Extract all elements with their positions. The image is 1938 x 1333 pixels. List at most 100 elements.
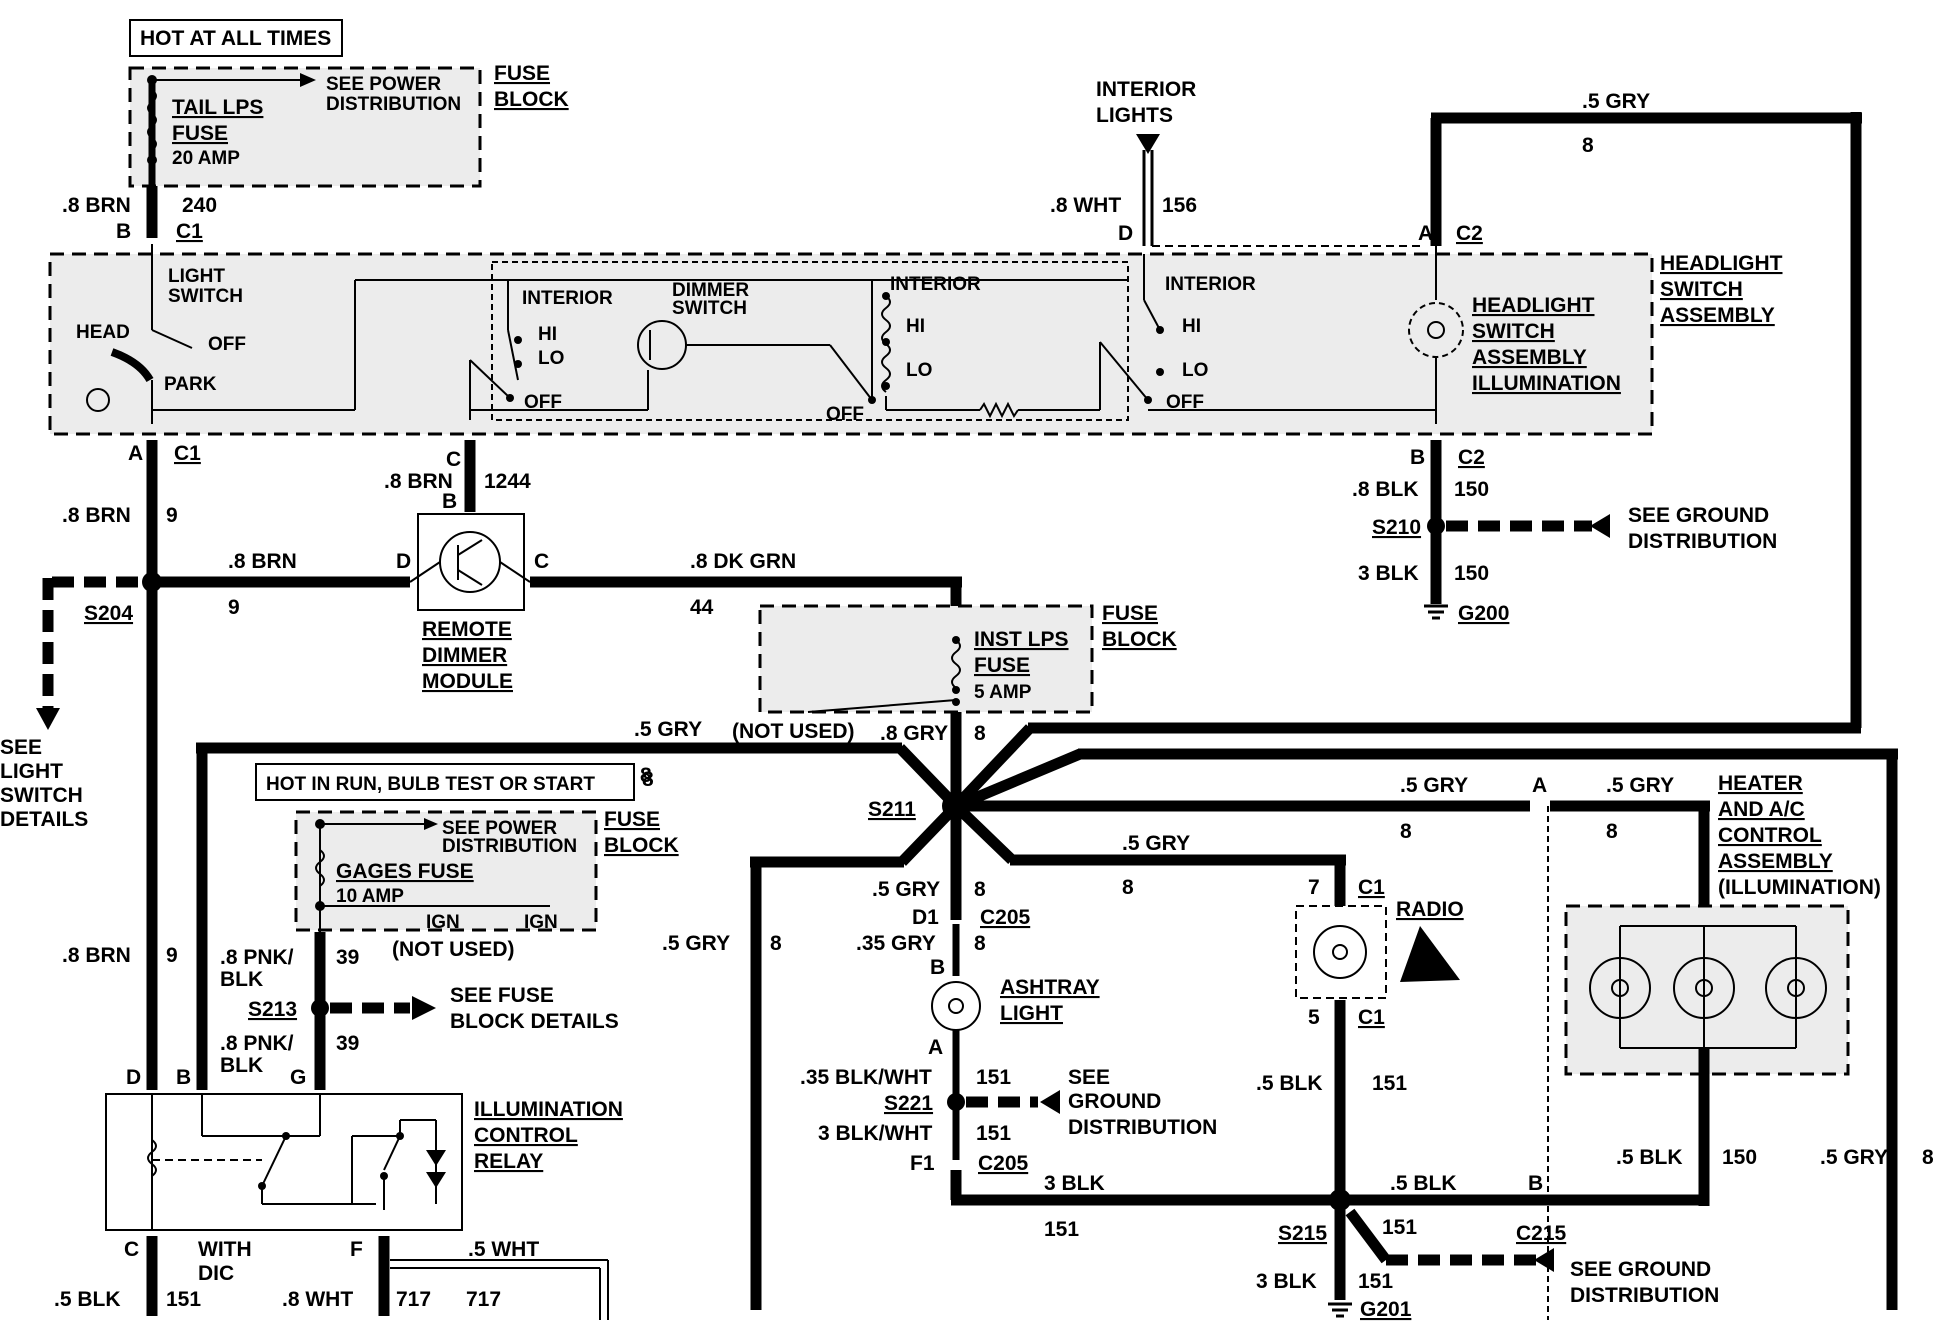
interior-lights-arrow-icon <box>1136 134 1160 154</box>
radio-label: RADIO <box>1396 898 1464 921</box>
headlight-switch-assembly-box <box>48 252 1654 436</box>
see-power-dist-label: DISTRIBUTION <box>326 94 461 115</box>
svg-text:151: 151 <box>1372 1072 1407 1095</box>
svg-text:ASSEMBLY: ASSEMBLY <box>1718 850 1833 873</box>
svg-text:.5 BLK: .5 BLK <box>1256 1072 1323 1095</box>
svg-text:C1: C1 <box>176 220 203 243</box>
see-power-label: SEE POWER <box>326 74 441 95</box>
splice-s215 <box>1329 1189 1351 1211</box>
interior-label-3: INTERIOR <box>1165 274 1256 295</box>
headlight-switch-assembly-label: HEADLIGHT <box>1660 252 1783 275</box>
svg-text:151: 151 <box>166 1288 201 1311</box>
svg-text:D: D <box>126 1066 141 1089</box>
see-light-switch-details-label: SEE <box>0 736 42 759</box>
transistor-icon <box>439 531 501 593</box>
svg-text:GROUND: GROUND <box>1068 1090 1161 1113</box>
fuse-block-label: FUSE <box>494 62 550 85</box>
svg-text:8: 8 <box>770 932 782 955</box>
svg-text:.8 BRN: .8 BRN <box>62 504 131 527</box>
svg-text:ASSEMBLY: ASSEMBLY <box>1660 304 1775 327</box>
svg-text:39: 39 <box>336 1032 359 1055</box>
svg-text:S211: S211 <box>868 798 916 821</box>
inst-fuse-label: INST LPS <box>974 628 1069 651</box>
svg-text:C: C <box>534 550 549 573</box>
svg-text:.5 GRY: .5 GRY <box>1400 774 1468 797</box>
svg-text:FUSE: FUSE <box>604 808 660 831</box>
svg-text:C2: C2 <box>1456 222 1483 245</box>
svg-text:.8 BRN: .8 BRN <box>384 470 453 493</box>
svg-text:BLK: BLK <box>220 968 263 991</box>
illumination-relay-label: ILLUMINATION <box>474 1098 623 1121</box>
tail-fuse-amps: 20 AMP <box>172 148 240 169</box>
svg-text:AND A/C: AND A/C <box>1718 798 1805 821</box>
svg-text:G: G <box>290 1066 306 1089</box>
svg-text:10 AMP: 10 AMP <box>336 886 404 907</box>
svg-text:LO: LO <box>538 348 564 369</box>
svg-text:MODULE: MODULE <box>422 670 513 693</box>
heater-ac-label: HEATER <box>1718 772 1803 795</box>
svg-text:151: 151 <box>976 1066 1011 1089</box>
svg-text:DIC: DIC <box>198 1262 234 1285</box>
svg-text:A: A <box>128 442 143 465</box>
svg-text:.8 WHT: .8 WHT <box>282 1288 353 1311</box>
head-label: HEAD <box>76 322 130 343</box>
svg-text:D1: D1 <box>912 906 939 929</box>
svg-text:156: 156 <box>1162 194 1197 217</box>
svg-text:D: D <box>1118 222 1133 245</box>
svg-text:OFF: OFF <box>826 404 864 425</box>
svg-text:C215: C215 <box>1516 1222 1567 1245</box>
svg-text:150: 150 <box>1454 478 1489 501</box>
light-switch-blade-icon <box>151 329 193 349</box>
svg-text:44: 44 <box>690 596 714 619</box>
svg-text:.35 BLK/WHT: .35 BLK/WHT <box>800 1066 932 1089</box>
svg-text:.5 BLK: .5 BLK <box>54 1288 121 1311</box>
svg-text:9: 9 <box>166 504 178 527</box>
svg-text:151: 151 <box>976 1122 1011 1145</box>
fuse-block-label2: BLOCK <box>494 88 569 111</box>
svg-text:.5 BLK: .5 BLK <box>1390 1172 1457 1195</box>
svg-text:.5 GRY: .5 GRY <box>1122 832 1190 855</box>
light-switch-label2: SWITCH <box>168 286 243 307</box>
gages-fuse-block <box>294 810 598 932</box>
svg-text:.8 BRN: .8 BRN <box>62 194 131 217</box>
svg-text:5 AMP: 5 AMP <box>974 682 1032 703</box>
splice-s221 <box>947 1093 965 1111</box>
ground-dist-arrow-icon <box>1590 514 1610 538</box>
svg-text:IGN: IGN <box>426 912 460 933</box>
park-label: PARK <box>164 374 217 395</box>
svg-text:39: 39 <box>336 946 359 969</box>
svg-text:HI: HI <box>1182 316 1201 337</box>
relay-coil-icon <box>147 1139 157 1177</box>
svg-text:CONTROL: CONTROL <box>1718 824 1822 847</box>
svg-text:B: B <box>442 490 457 513</box>
splice-s213 <box>311 999 329 1017</box>
ground-dist-arrow-2-icon <box>1040 1090 1060 1114</box>
illumination-control-relay <box>105 1093 463 1231</box>
svg-text:8: 8 <box>1122 876 1134 899</box>
see-ground-label-3: SEE GROUND <box>1570 1258 1711 1281</box>
svg-text:7: 7 <box>1308 876 1320 899</box>
svg-text:B: B <box>1528 1172 1543 1195</box>
svg-text:8: 8 <box>640 764 652 787</box>
off-label: OFF <box>208 334 246 355</box>
svg-text:B: B <box>116 220 131 243</box>
svg-text:LO: LO <box>906 360 932 381</box>
svg-text:.5 WHT: .5 WHT <box>468 1238 539 1261</box>
hot-in-run-label: HOT IN RUN, BULB TEST OR START <box>266 774 595 795</box>
svg-text:ASSEMBLY: ASSEMBLY <box>1472 346 1587 369</box>
lamp-icon <box>86 388 110 412</box>
svg-text:S204: S204 <box>84 602 133 625</box>
svg-text:.8 BRN: .8 BRN <box>62 944 131 967</box>
svg-text:8: 8 <box>974 722 986 745</box>
svg-text:G200: G200 <box>1458 602 1509 625</box>
svg-text:HI: HI <box>538 324 557 345</box>
svg-text:.35 GRY: .35 GRY <box>856 932 936 955</box>
svg-text:C205: C205 <box>978 1152 1029 1175</box>
gages-fuse-symbol-icon <box>315 849 325 887</box>
svg-text:OFF: OFF <box>524 392 562 413</box>
gages-fuse-label: GAGES FUSE <box>336 860 474 883</box>
svg-text:9: 9 <box>228 596 240 619</box>
svg-text:FUSE: FUSE <box>1102 602 1158 625</box>
headlight-illum-label: HEADLIGHT <box>1472 294 1595 317</box>
svg-text:3 BLK: 3 BLK <box>1044 1172 1105 1195</box>
